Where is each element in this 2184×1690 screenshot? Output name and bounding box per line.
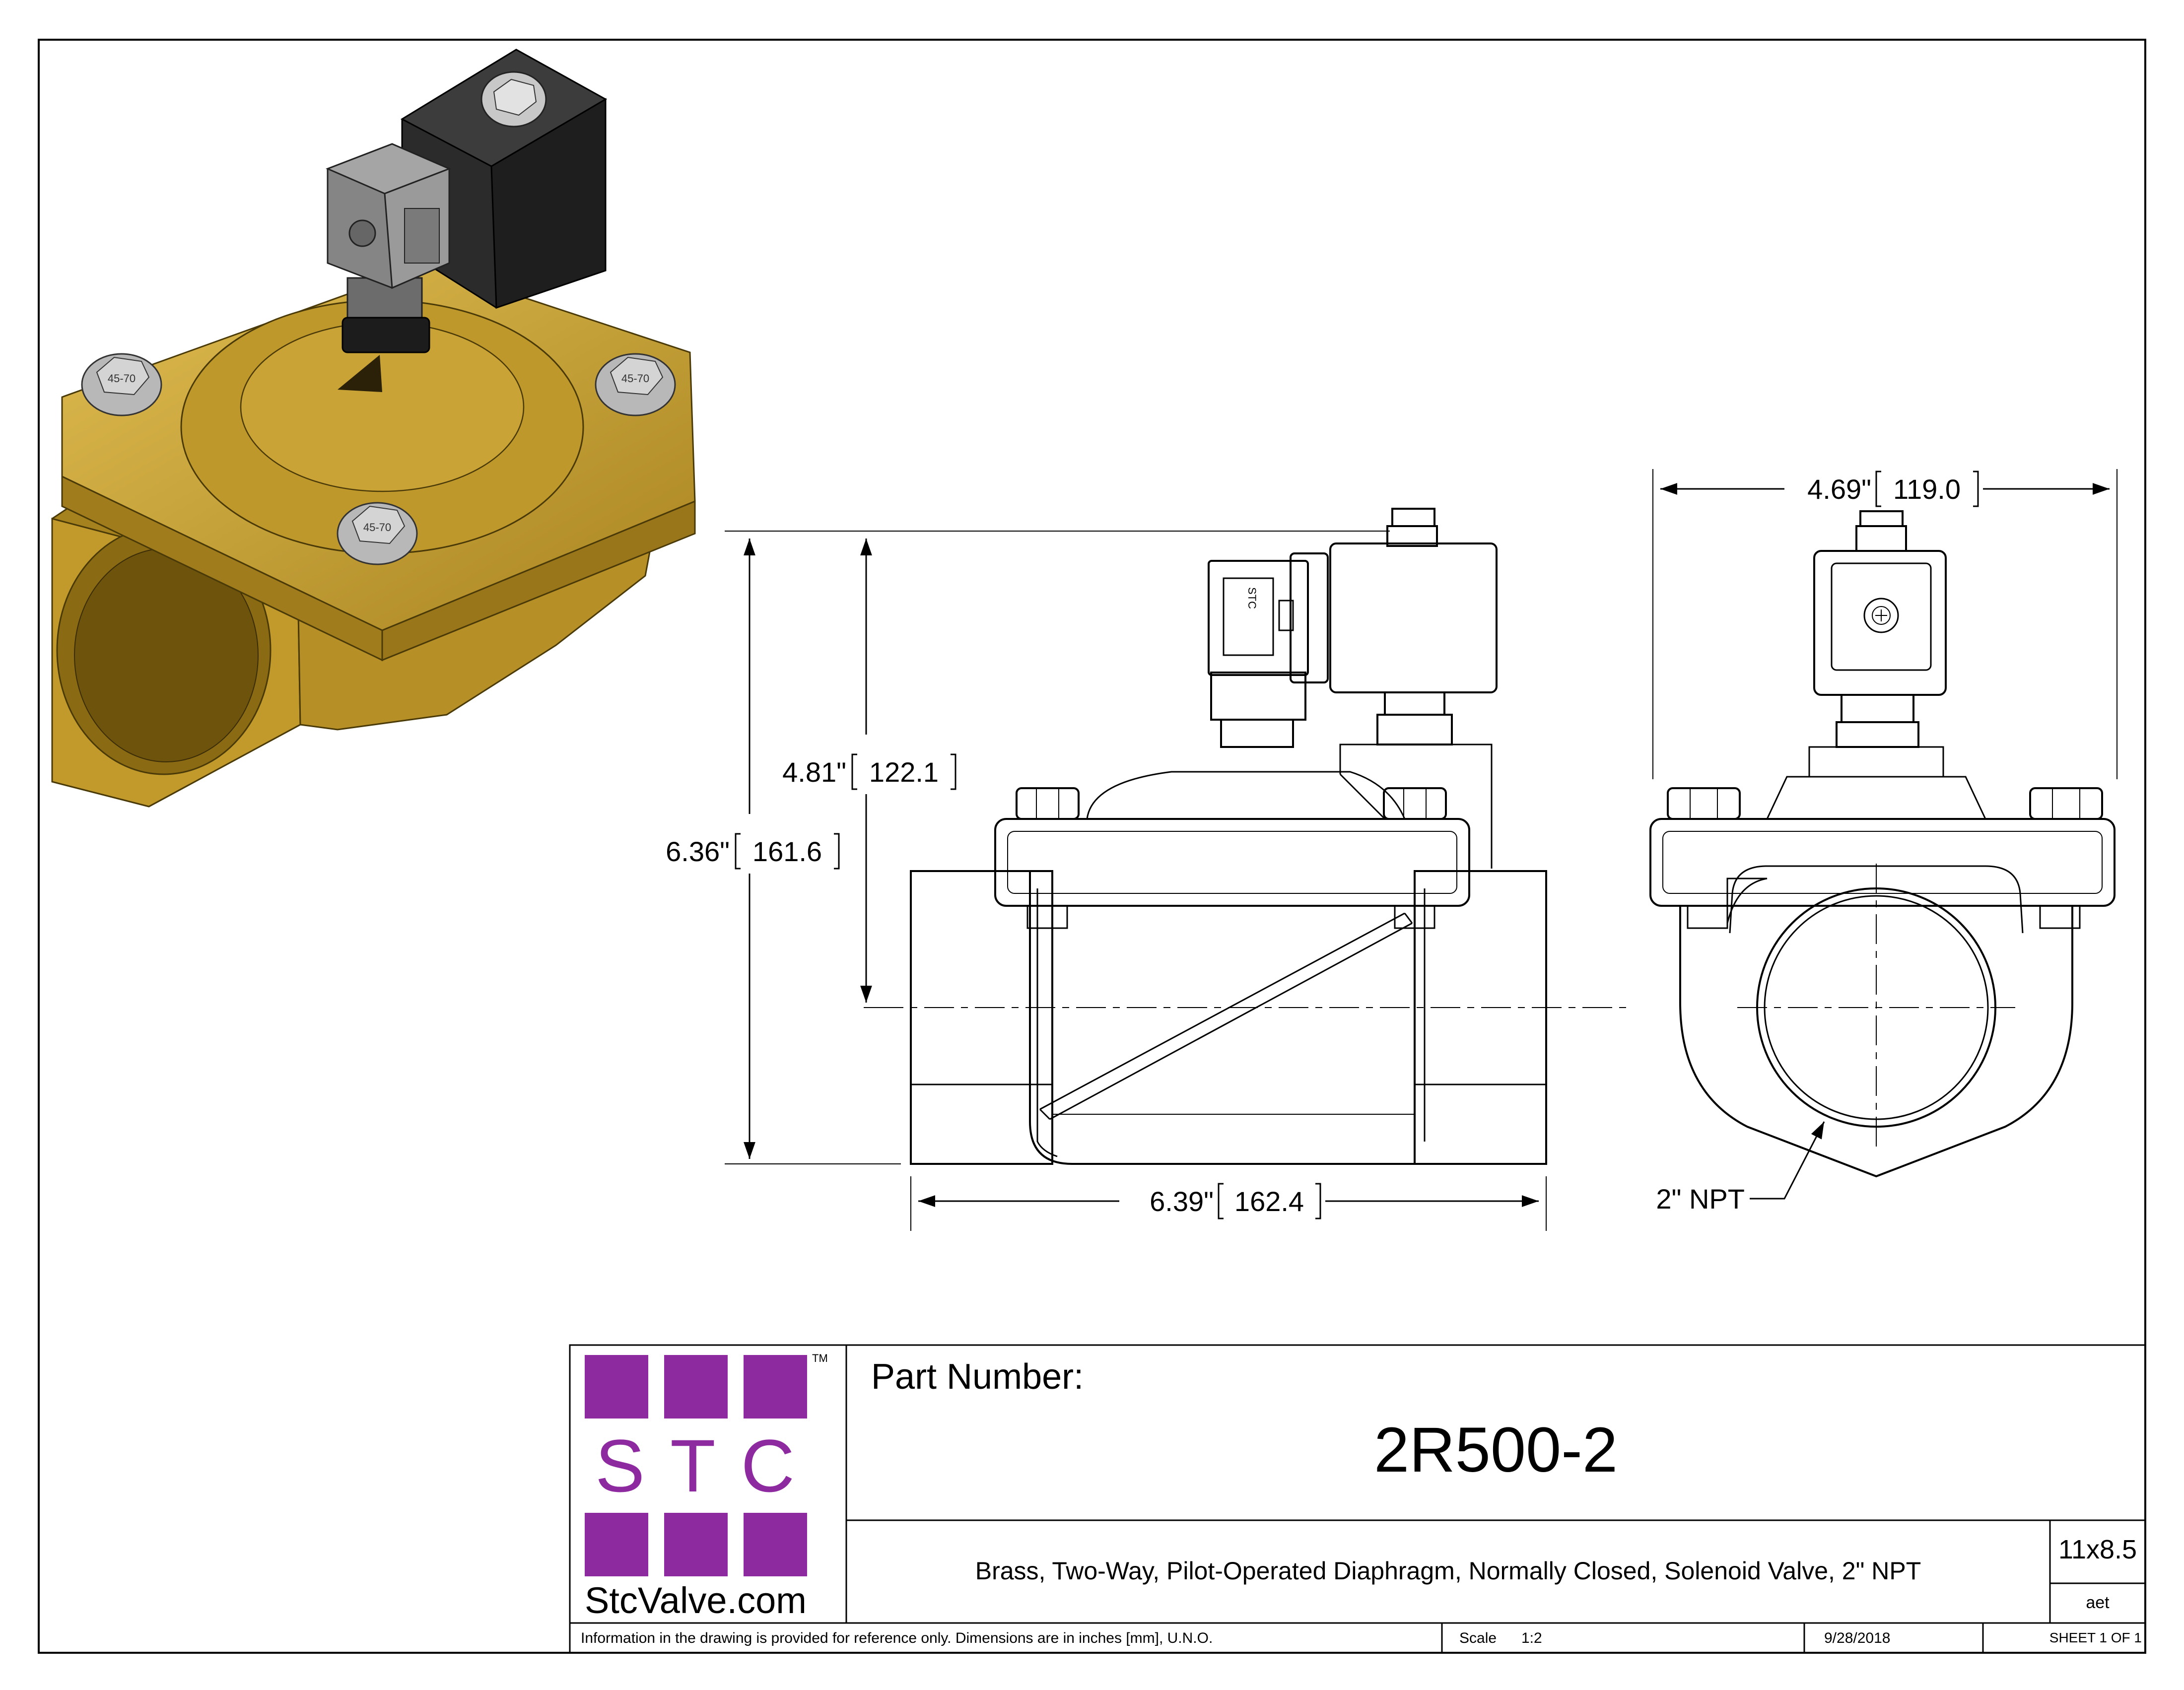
- title-block: [569, 1344, 2146, 1654]
- scale-value: 1:2: [1521, 1630, 1542, 1646]
- isometric-view: 45-70 45-70 45-70: [51, 49, 696, 808]
- dim-length-mm: 162.4: [1234, 1186, 1304, 1217]
- dim-center-height-mm: 122.1: [869, 756, 939, 788]
- dimension-text: 6.36" 161.6 4.81" 122.1 6.39" 162.4 4.69…: [666, 473, 1961, 1217]
- dim-total-height-mm: 161.6: [752, 836, 822, 867]
- side-view: [1649, 510, 2116, 1178]
- disclaimer: Information in the drawing is provided f…: [581, 1630, 1213, 1646]
- nut-marking: 45-70: [363, 521, 391, 534]
- part-description: Brass, Two-Way, Pilot-Operated Diaphragm…: [975, 1557, 1921, 1585]
- sheet-number: SHEET 1 OF 1: [2049, 1630, 2142, 1645]
- stc-logo: [585, 1355, 807, 1576]
- sheet-size: 11x8.5: [2058, 1535, 2137, 1564]
- scale-label: Scale: [1459, 1630, 1497, 1646]
- bolt-head: 45-70: [595, 353, 676, 416]
- part-number: 2R500-2: [1374, 1415, 1618, 1486]
- part-number-label: Part Number:: [871, 1357, 1084, 1397]
- connector-label: STC: [1246, 587, 1258, 609]
- nut-marking: 45-70: [621, 372, 649, 385]
- drawing-date: 9/28/2018: [1824, 1630, 1891, 1646]
- logo-website: StcValve.com: [585, 1580, 807, 1621]
- thread-callout: 2" NPT: [1656, 1183, 1745, 1215]
- dimension-lines: [725, 469, 2117, 1231]
- dim-center-height-in: 4.81": [782, 756, 846, 788]
- logo-letters: S T C: [595, 1424, 798, 1507]
- nut-marking: 45-70: [108, 372, 136, 385]
- front-view: [874, 508, 1633, 1165]
- dim-length-in: 6.39": [1150, 1186, 1214, 1217]
- dim-width-mm: 119.0: [1893, 473, 1961, 505]
- logo-trademark: TM: [812, 1352, 828, 1364]
- drawn-by: aet: [2086, 1593, 2110, 1612]
- bolt-head: 45-70: [81, 353, 162, 416]
- bolt-head: 45-70: [337, 502, 418, 565]
- dim-width-in: 4.69": [1807, 473, 1871, 505]
- dim-total-height-in: 6.36": [666, 836, 730, 867]
